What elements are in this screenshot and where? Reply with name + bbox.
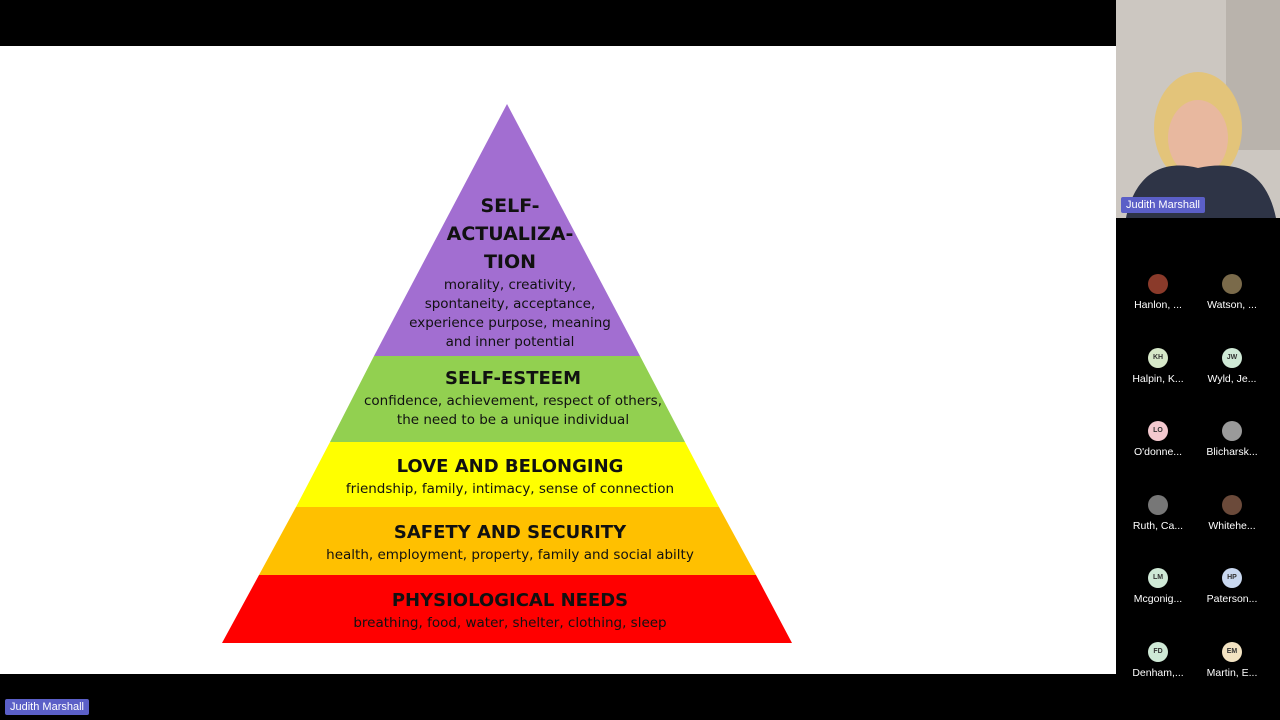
maslow-pyramid xyxy=(222,104,792,643)
participant-avatar xyxy=(1148,274,1168,294)
level-title-line: ACTUALIZA- xyxy=(446,223,574,245)
level-description: breathing, food, water, shelter, clothin… xyxy=(353,615,667,631)
presenter-name-label: Judith Marshall xyxy=(5,699,89,715)
participant-name: Wyld, Je... xyxy=(1207,372,1257,385)
band-safety-security xyxy=(259,507,756,575)
participant-name: Hanlon, ... xyxy=(1134,299,1182,311)
participant-avatar: HP xyxy=(1222,568,1242,588)
level-description: friendship, family, intimacy, sense of c… xyxy=(345,481,675,497)
participant-avatar xyxy=(1222,421,1242,441)
participant-avatar xyxy=(1222,494,1242,515)
participant-name: Blicharsk... xyxy=(1206,446,1258,458)
participant-name: Halpin, K... xyxy=(1132,372,1184,385)
participant-name: Ruth, Ca... xyxy=(1132,519,1184,532)
participant-tile[interactable]: FD Denham,... xyxy=(1120,641,1196,679)
participant-roster: Hanlon, ... Watson, ... KH Halpin, K... JW Wy… xyxy=(1116,218,1280,720)
level-description-line: spontaneity, acceptance, xyxy=(424,296,596,312)
band-self-esteem xyxy=(330,356,685,442)
participant-avatar: KH xyxy=(1148,347,1168,368)
level-description-line: the need to be a unique individual xyxy=(396,412,630,428)
physiological-text: PHYSIOLOGICAL NEEDS breathing, food, wat… xyxy=(250,587,770,633)
participant-name: Watson, ... xyxy=(1207,299,1257,311)
participant-tile[interactable]: LO O'donne... xyxy=(1120,421,1196,458)
participant-name: Denham,... xyxy=(1132,666,1184,679)
participant-name: Paterson... xyxy=(1206,593,1258,605)
participant-avatar: JW xyxy=(1222,347,1242,368)
level-title-line: TION xyxy=(483,251,537,273)
presenter-name-tag: Judith Marshall xyxy=(1121,197,1205,213)
participant-name: Martin, E... xyxy=(1206,666,1258,679)
participant-avatar: LM xyxy=(1148,568,1168,588)
participant-tile[interactable]: Hanlon, ... xyxy=(1120,274,1196,311)
level-title: SELF-ESTEEM xyxy=(445,368,581,389)
participant-tile[interactable]: KH Halpin, K... xyxy=(1120,347,1196,385)
participant-name: Whitehe... xyxy=(1208,519,1256,532)
participant-tile[interactable]: Whitehe... xyxy=(1194,494,1270,532)
band-self-actualization xyxy=(374,104,640,356)
participant-avatar xyxy=(1148,494,1168,515)
participant-avatar: FD xyxy=(1148,641,1168,662)
participant-tile[interactable]: EM Martin, E... xyxy=(1194,641,1270,679)
participant-tile[interactable]: Watson, ... xyxy=(1194,274,1270,311)
presenter-video-frame xyxy=(1116,0,1280,218)
level-description-line: experience purpose, meaning xyxy=(409,315,611,331)
level-description: health, employment, property, family and… xyxy=(326,547,694,563)
participant-tile[interactable]: Ruth, Ca... xyxy=(1120,494,1196,532)
shared-slide: SELF- ACTUALIZA- TION morality, creativi… xyxy=(0,46,1116,674)
love-belonging-text: LOVE AND BELONGING friendship, family, i… xyxy=(300,453,720,499)
participant-avatar: EM xyxy=(1222,641,1242,662)
participant-avatar xyxy=(1222,274,1242,294)
participant-tile[interactable]: JW Wyld, Je... xyxy=(1194,347,1270,385)
participant-tile[interactable]: Blicharsk... xyxy=(1194,421,1270,458)
participant-tile[interactable]: LM Mcgonig... xyxy=(1120,568,1196,605)
level-title: LOVE AND BELONGING xyxy=(396,456,624,477)
band-love-belonging xyxy=(296,442,719,507)
participant-tile[interactable]: HP Paterson... xyxy=(1194,568,1270,605)
level-description-line: confidence, achievement, respect of othe… xyxy=(363,393,663,409)
self-esteem-text: SELF-ESTEEM confidence, achievement, res… xyxy=(340,365,686,430)
participant-avatar: LO xyxy=(1148,421,1168,441)
self-actualization-text: SELF- ACTUALIZA- TION morality, creativi… xyxy=(380,192,640,352)
level-description-line: morality, creativity, xyxy=(443,277,577,293)
level-description-line: and inner potential xyxy=(445,334,575,350)
participant-name: O'donne... xyxy=(1133,446,1183,458)
level-title: PHYSIOLOGICAL NEEDS xyxy=(391,590,629,611)
presenter-video[interactable] xyxy=(1116,0,1280,218)
participant-name: Mcgonig... xyxy=(1133,593,1183,605)
level-title: SAFETY AND SECURITY xyxy=(393,522,627,543)
level-title-line: SELF- xyxy=(480,195,540,217)
band-physiological xyxy=(222,575,792,643)
safety-security-text: SAFETY AND SECURITY health, employment, … xyxy=(270,519,750,565)
